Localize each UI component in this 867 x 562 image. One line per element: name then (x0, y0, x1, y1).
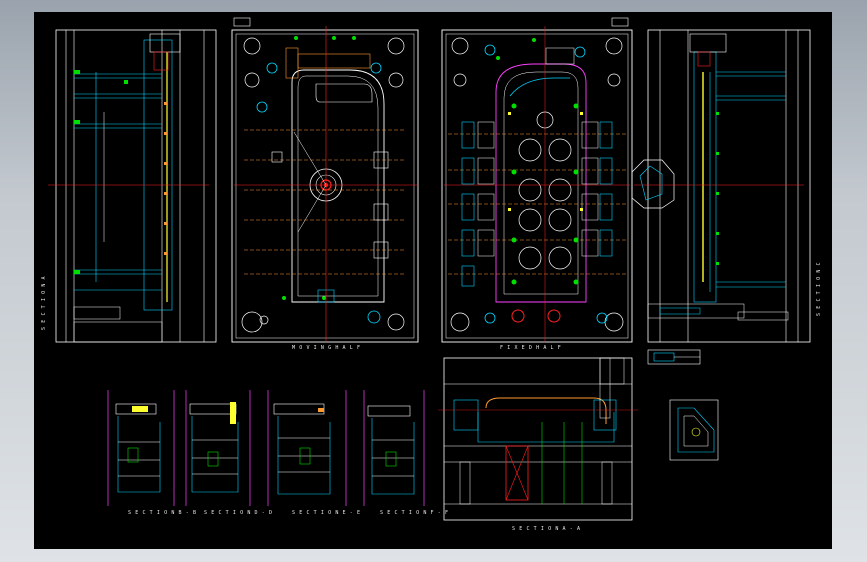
section-aa-label: S E C T I O N A - A (512, 526, 581, 532)
detail-lifter-view[interactable] (669, 399, 719, 461)
section-f-view[interactable]: S E C T I O N F - F (363, 390, 449, 516)
right-section-view[interactable]: S E C T I O N C (631, 29, 822, 343)
section-d-label: S E C T I O N D - D (204, 510, 273, 516)
right-section-label: S E C T I O N C (816, 262, 822, 316)
revision-tag-right (611, 17, 629, 27)
fixed-half-view[interactable]: F I X E D H A L F (441, 17, 633, 351)
section-f-label: S E C T I O N F - F (380, 510, 449, 516)
fixed-half-label: F I X E D H A L F (500, 345, 561, 351)
section-e-view[interactable]: S E C T I O N E - E (267, 390, 361, 516)
section-b-label: S E C T I O N B - B (128, 510, 197, 516)
revision-tag-left (233, 17, 251, 27)
moving-half-label: M O V I N G H A L F (292, 345, 361, 351)
section-b-view[interactable]: S E C T I O N B - B (107, 390, 197, 516)
section-e-label: S E C T I O N E - E (292, 510, 361, 516)
section-aa-view[interactable]: S E C T I O N A - A (438, 357, 638, 532)
drawing-canvas[interactable]: S E C T I O N A (34, 12, 832, 549)
left-section-view[interactable]: S E C T I O N A (41, 29, 217, 343)
moving-half-view[interactable]: M O V I N G H A L F (231, 17, 419, 351)
left-section-label: S E C T I O N A (41, 276, 47, 330)
section-d-view[interactable]: S E C T I O N D - D (185, 390, 273, 516)
cad-drawing: S E C T I O N A (41, 17, 822, 532)
detail-slider-view[interactable] (647, 349, 701, 365)
locating-block (631, 159, 675, 209)
